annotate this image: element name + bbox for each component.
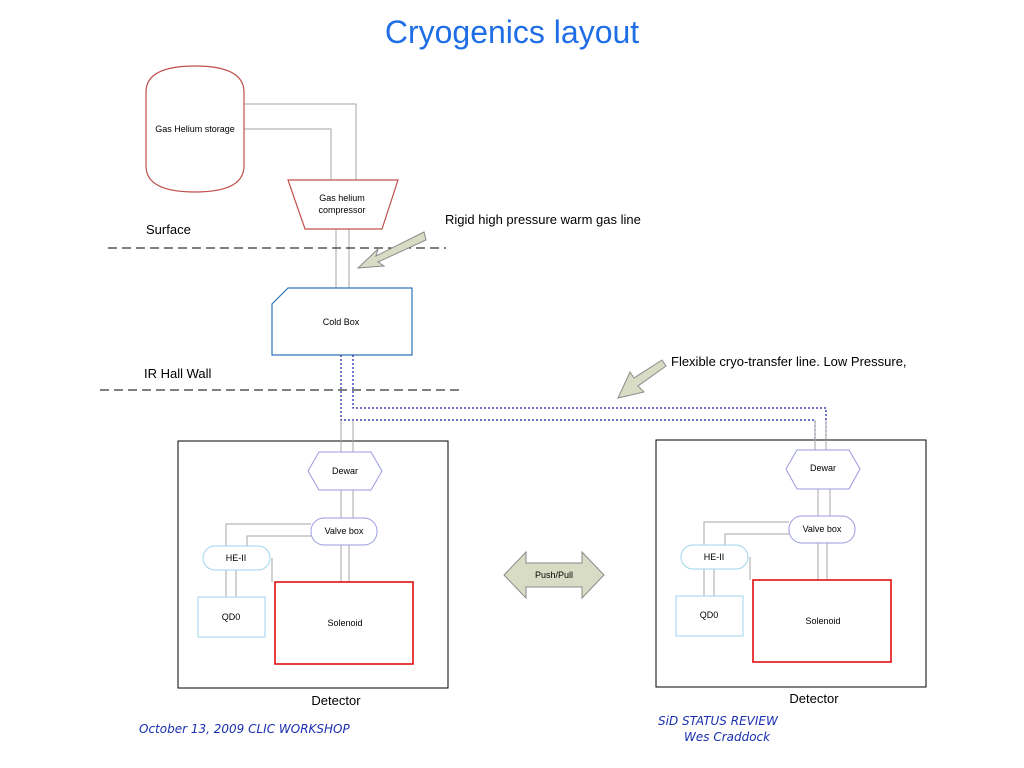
valve-box-left xyxy=(310,517,378,546)
detector-left-pipes xyxy=(225,420,354,597)
footer-author: Wes Craddock xyxy=(684,730,771,744)
gas-helium-storage: Gas Helium storage xyxy=(145,65,245,193)
surface-label: Surface xyxy=(146,222,191,237)
rigid-line-arrow xyxy=(356,231,427,269)
solenoid-right xyxy=(752,579,892,663)
dewar-left-label: Dewar xyxy=(332,466,358,476)
ir-hall-wall-label: IR Hall Wall xyxy=(144,366,212,381)
cold-box-label: Cold Box xyxy=(323,317,360,327)
he2-left xyxy=(202,545,271,571)
footer-date-workshop: October 13, 2009 CLIC WORKSHOP xyxy=(139,722,350,736)
he2-right-label: HE-II xyxy=(704,552,725,562)
detector-left-caption: Detector xyxy=(311,693,361,708)
valve-box-left-label: Valve box xyxy=(325,526,364,536)
dewar-right xyxy=(785,449,861,490)
cold-box: Cold Box xyxy=(271,287,413,356)
detector-left: Dewar Valve box HE-II QD0 Solenoid Detec… xyxy=(177,420,449,708)
detector-right-frame xyxy=(655,439,927,688)
detector-right-pipes xyxy=(703,420,831,596)
qd0-left-label: QD0 xyxy=(222,612,241,622)
qd0-right xyxy=(675,595,744,637)
solenoid-left-label: Solenoid xyxy=(327,618,362,628)
solenoid-right-label: Solenoid xyxy=(805,616,840,626)
warm-gas-pipes xyxy=(243,103,357,288)
gas-helium-compressor: Gas helium compressor xyxy=(287,179,399,230)
solenoid-left xyxy=(274,581,414,665)
qd0-right-label: QD0 xyxy=(700,610,719,620)
rigid-line-label: Rigid high pressure warm gas line xyxy=(445,212,641,227)
storage-label: Gas Helium storage xyxy=(155,124,235,134)
he2-right xyxy=(680,544,749,570)
flexible-line-arrow xyxy=(617,359,667,399)
compressor-label-line1: Gas helium xyxy=(319,193,365,203)
valve-box-right-label: Valve box xyxy=(803,524,842,534)
compressor-label-line2: compressor xyxy=(318,205,365,215)
footer-review-title: SiD STATUS REVIEW xyxy=(658,714,778,728)
valve-box-right xyxy=(788,515,856,544)
detector-right-caption: Detector xyxy=(789,691,839,706)
push-pull-arrow: Push/Pull xyxy=(503,550,605,600)
dewar-left xyxy=(307,451,383,491)
detector-right: Dewar Valve box HE-II QD0 Solenoid Detec… xyxy=(655,420,927,706)
he2-left-label: HE-II xyxy=(226,553,247,563)
dewar-right-label: Dewar xyxy=(810,463,836,473)
flexible-line-label: Flexible cryo-transfer line. Low Pressur… xyxy=(671,354,907,369)
qd0-left xyxy=(197,596,266,638)
page-title: Cryogenics layout xyxy=(384,14,640,50)
push-pull-label: Push/Pull xyxy=(535,570,573,580)
detector-left-frame xyxy=(177,440,449,689)
